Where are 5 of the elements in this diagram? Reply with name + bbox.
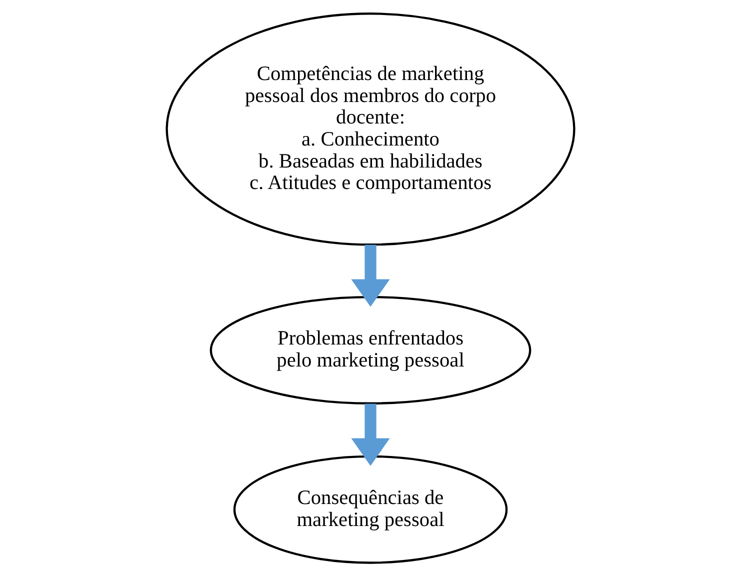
- node-ellipse: Competências de marketing pessoal dos membros do corpo docente: a. Conhecimento b. Baseadas em habilidades c. Atitudes e comportamentos: [165, 12, 575, 246]
- node-ellipse: Consequências de marketing pessoal: [232, 455, 508, 564]
- arrow: [350, 244, 390, 307]
- node-ellipse: Problemas enfrentados pelo marketing pessoal: [209, 296, 531, 404]
- arrow: [350, 404, 390, 466]
